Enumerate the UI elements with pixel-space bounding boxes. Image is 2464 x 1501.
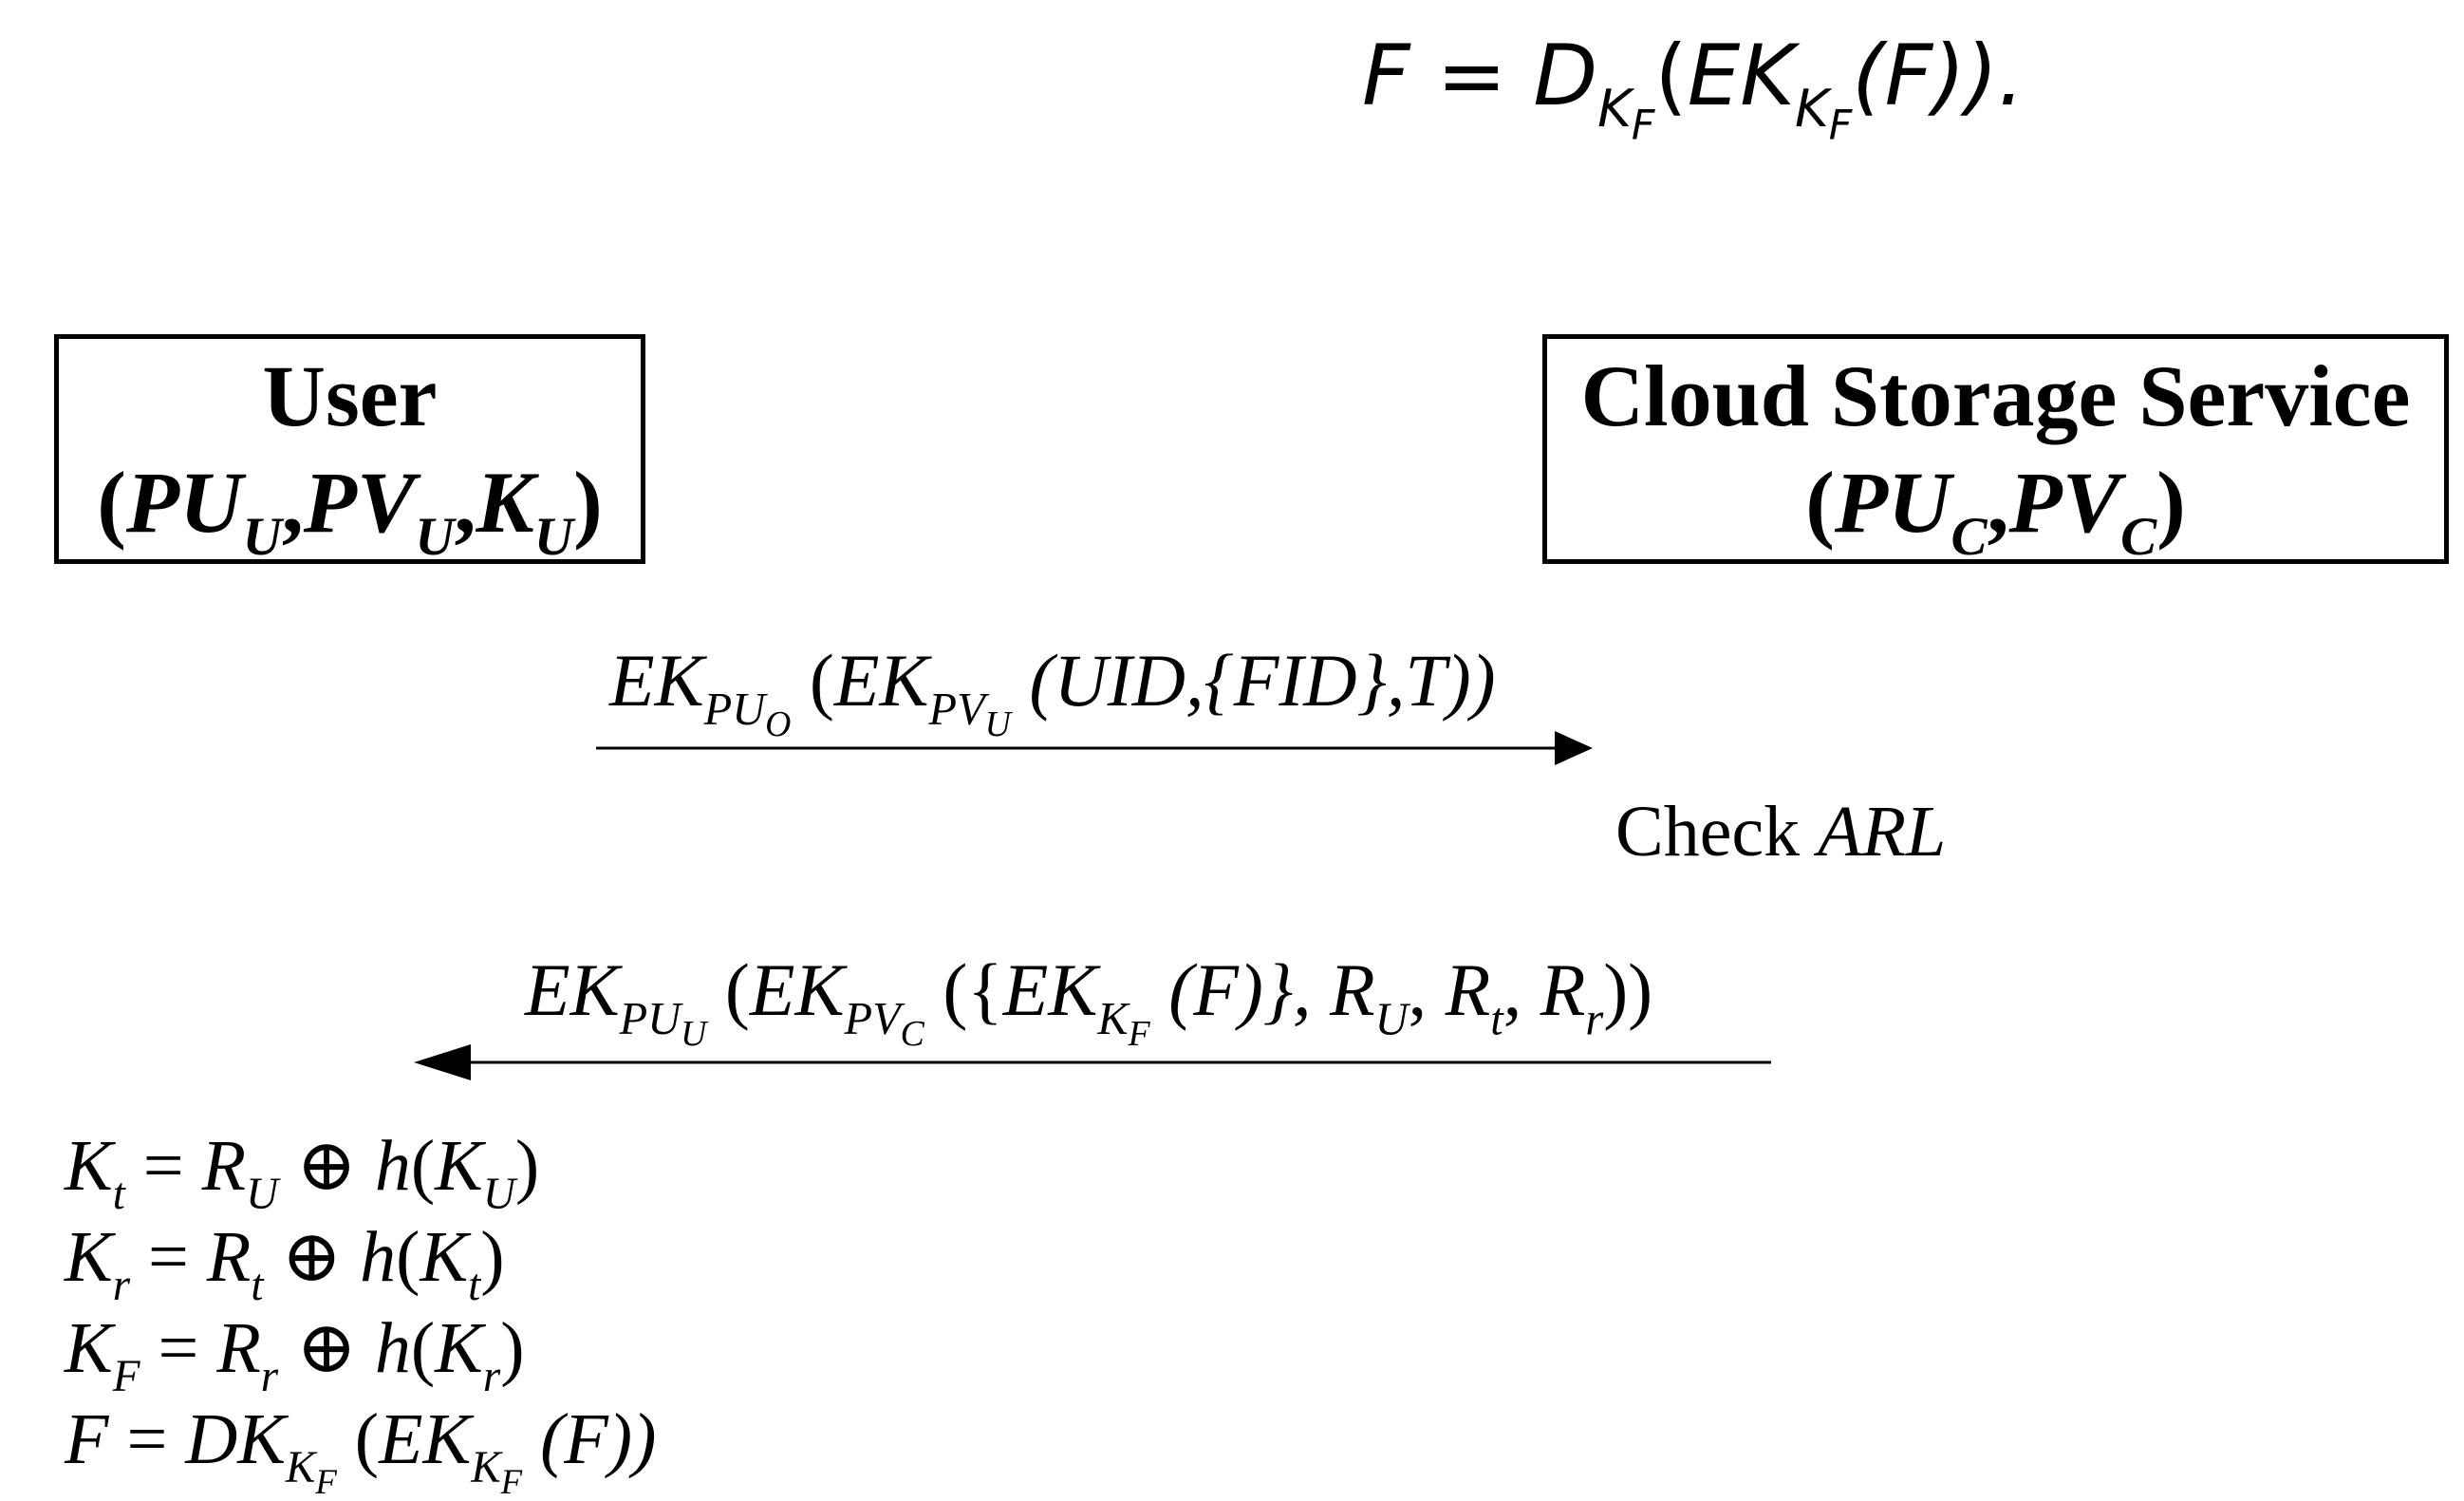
equation-row: KF = Rr ⊕ h(Kr)	[65, 1308, 525, 1401]
equation-row: Kr = Rt ⊕ h(Kt)	[65, 1217, 505, 1310]
user-entity-box: User (PUU,PVU,KU)	[54, 334, 645, 564]
user-entity-name: User	[262, 347, 438, 444]
request-arrow-head	[1555, 731, 1593, 765]
request-message-label: EKPUO (EKPVU (UID,{FID},T))	[609, 639, 1496, 745]
cloud-storage-entity-box: Cloud Storage Service (PUC,PVC)	[1542, 334, 2449, 564]
final-equation-row: F = DKKF (EKKF (F))	[65, 1399, 657, 1501]
response-arrow-head	[414, 1044, 471, 1080]
response-message-label: EKPUU (EKPVC ({EKKF (F)}, RU, Rt, Rr))	[525, 948, 1653, 1055]
top-equation: F = DKF(EKKF(F)).	[1362, 27, 2025, 150]
key-derivation-equations: Kt = RU ⊕ h(KU) Kr = Rt ⊕ h(Kt) KF = Rr …	[65, 1120, 657, 1501]
check-arl-label: Check ARL	[1615, 792, 1947, 872]
cloud-entity-name: Cloud Storage Service	[1580, 347, 2411, 444]
cloud-entity-keys: (PUC,PVC)	[1805, 454, 2186, 567]
user-entity-keys: (PUU,PVU,KU)	[97, 454, 603, 567]
equation-row: Kt = RU ⊕ h(KU)	[65, 1126, 540, 1219]
